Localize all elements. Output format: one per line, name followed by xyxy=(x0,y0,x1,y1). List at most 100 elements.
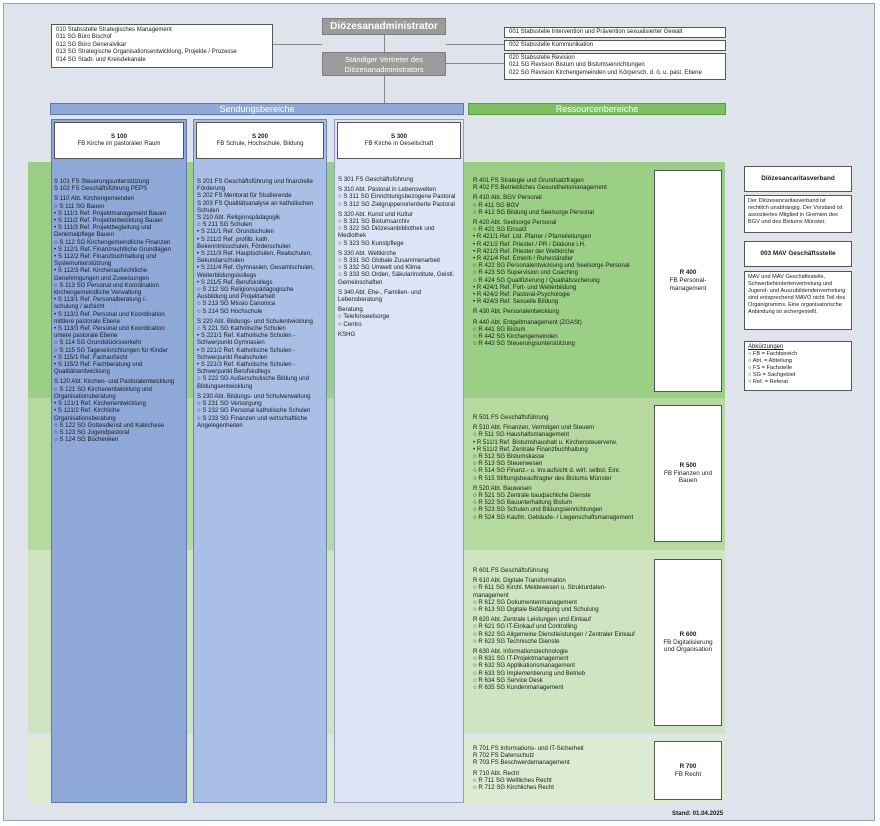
r400-name-1: FB Personal- xyxy=(669,277,707,285)
unit-item: S 201 FS Geschäftsführung und finanziell… xyxy=(197,178,313,185)
unit-item: ○ Telefonseelsorge xyxy=(338,313,390,321)
unit-item: ○ R 422 SG Personalentwicklung und Seels… xyxy=(473,262,630,270)
unit-item: Genehmigungen und Zuweisungen xyxy=(54,274,149,282)
unit-item: ○ R 711 SG Weltliches Recht xyxy=(473,776,552,784)
note-line: rechtlich unabhängig. Der Vorstand ist xyxy=(748,205,843,211)
unit-item: ○ S 214 SG Hochschule xyxy=(197,307,263,315)
staff-box-left: 010 Stabsstelle Strategisches Management… xyxy=(51,24,273,68)
r500-code: R 500 xyxy=(679,461,697,469)
mav-title-box: 003 MAV Geschäftsstelle xyxy=(744,241,852,267)
unit-item: • R 421/2 Ref. Priester / PR / Diakone i… xyxy=(473,240,586,248)
r700-name-1: FB Recht xyxy=(674,770,702,778)
unit-item: ○ S 332 SG Umwelt und Klima xyxy=(338,264,421,272)
unit-item: • S 221/1 Ref. Katholische Schulen - xyxy=(197,332,296,340)
unit-item: ○ R 523 SG Schulen und Bildungseinrichtu… xyxy=(473,506,603,514)
unit-item: R 510 Abt. Finanzen, Vermögen und Steuer… xyxy=(473,424,595,432)
unit-item: • R 421/3 Ref. Priester der Weltkirche xyxy=(473,247,575,255)
unit-item: S 330 Abt. Weltkirche xyxy=(338,249,397,257)
staff-item: 012 SG Büro Generalvikar xyxy=(56,41,127,48)
unit-item: Gemeinschaften xyxy=(338,278,383,286)
r600-name-1: FB Digitalisierung xyxy=(663,638,713,646)
unit-item: • S 121/2 Ref. Kirchliche xyxy=(54,407,120,415)
unit-item: • S 113/1 Ref. Personalberatung /- xyxy=(54,296,147,304)
unit-item: R 601 FS Geschäftsführung xyxy=(473,567,549,574)
unit-item: Schwerpunkt Realschulen xyxy=(197,353,268,361)
unit-item: ○ R 513 SG Steuerwesen xyxy=(473,460,543,468)
unit-item: ○ S 231 SG Versorgung xyxy=(197,400,262,408)
stand-date: Stand: 01.04.2025 xyxy=(672,810,724,817)
unit-item: schulung / aufsicht xyxy=(54,303,105,311)
unit-item: ○ R 514 SG Finanz.- u. Inv.aufsicht d. w… xyxy=(473,467,621,475)
unit-item: S 203 FS Qualitätsanalyse an katholische… xyxy=(197,199,314,207)
abbr-item: ○ Abt. = Abteilung xyxy=(748,358,792,365)
unit-item: Ausbildung und Projektarbeit xyxy=(197,293,275,301)
sendung-label: Sendungsbereiche xyxy=(219,104,295,114)
administrator-box: Diözesanadministrator xyxy=(322,18,446,35)
unit-item: R 701 FS Informations- und IT-Sicherheit xyxy=(473,745,584,752)
unit-item: Beratung xyxy=(338,306,363,314)
unit-item: ○ R 621 SG IT-Einkauf und Controlling xyxy=(473,623,577,631)
unit-item: ○ R 424 SG Qualifizierung / Qualitätssic… xyxy=(473,276,600,284)
unit-item: Qualitätsentwicklung xyxy=(54,368,110,376)
s100-name: FB Kirche im pastoralen Raum xyxy=(77,140,161,148)
mav-text-box: MAV und MAV Geschäftsstelle,Schwerbehind… xyxy=(744,271,852,330)
unit-item: Bekenntnisschulen, Förderschulen xyxy=(197,242,291,250)
unit-item: ○ R 612 SG Dokumentenmanagement xyxy=(473,598,577,606)
unit-item: Förderung xyxy=(197,185,226,193)
unit-item: R 620 Abt. Zentrale Leistungen und Einka… xyxy=(473,616,591,624)
unit-item: • S 113/2 Ref. Personal und Koordination xyxy=(54,310,165,318)
unit-item: ○ S 311 SG Einrichtungsbezogene Pastoral xyxy=(338,193,456,201)
unit-item: ○ S 221 SG Katholische Schulen xyxy=(197,325,286,333)
note-line: sind entsprechend MAVO nicht Teil des xyxy=(748,295,846,301)
unit-item: • S 113/3 Ref. Personal und Koordination xyxy=(54,325,165,333)
unit-item: ○ R 524 SG Kaufm. Gebäude- / Liegenschaf… xyxy=(473,513,634,521)
note-line: BGV und des Bistums Münster. xyxy=(748,219,826,225)
deputy-box: Ständiger Vertreter des Diözesanadminist… xyxy=(322,52,446,76)
staff-item: 014 SG Stadt- und Kreisdekanate xyxy=(56,56,146,63)
staff-box-right-1: 001 Stabsstelle Intervention und Prävent… xyxy=(504,27,726,38)
note-line: Schwerbehindertenvertretung und xyxy=(748,281,833,287)
r700-list: R 701 FS Informations- und IT-Sicherheit… xyxy=(473,745,584,791)
r600-code: R 600 xyxy=(679,630,697,638)
unit-item: R 440 Abt. Entgeltmanagement (ZGASt) xyxy=(473,318,582,326)
unit-item: • R 424/2 Ref. Pastoral-Psychologie xyxy=(473,291,570,299)
note-line: Der Diözesancaritasverband ist xyxy=(748,198,826,204)
unit-item: • S 211/1 Ref. Grundschulen xyxy=(197,228,274,236)
connector-line xyxy=(446,63,504,64)
mav-title: 003 MAV Geschäftsstelle xyxy=(760,250,836,257)
unit-item: ○ R 442 SG Kirchengemeinden xyxy=(473,333,558,341)
unit-item: S 102 FS Geschäftsführung PEPS xyxy=(54,185,148,193)
column-s100 xyxy=(51,119,187,803)
abbr-box: Abkürzungen ○ FB = Fachbereich○ Abt. = A… xyxy=(744,341,852,391)
unit-item: Schulen xyxy=(197,206,220,214)
unit-item: S 230 Abt. Bildungs- und Schulverwaltung xyxy=(197,392,311,400)
unit-item: R 501 FS Geschäftsführung xyxy=(473,414,549,421)
r500-list: R 501 FS Geschäftsführung R 510 Abt. Fina… xyxy=(473,414,633,521)
unit-item: ○ R 712 SG Kirchliches Recht xyxy=(473,784,554,792)
unit-item: • S 112/2 Ref. Finanzbuchhaltung und xyxy=(54,253,157,261)
r400-name-2: management xyxy=(669,284,707,292)
deputy-title: Ständiger Vertreter des Diözesanadminist… xyxy=(344,55,424,74)
unit-item: S 210 Abt. Religionspädagogik xyxy=(197,214,281,222)
unit-item: ○ R 611 SG Kirchl. Meldewesen u. Struktu… xyxy=(473,584,607,592)
unit-item: ○ S 111 SG Bauen xyxy=(54,202,105,210)
abbr-item: ○ SG = Sachgebiet xyxy=(748,372,796,379)
unit-item: Angelegenheiten xyxy=(197,421,243,429)
staff-box-right-2: 002 Stabsstelle Kommunikation xyxy=(504,40,726,51)
unit-item: ○ R 634 SG Service Desk xyxy=(473,676,543,684)
box-r700: R 700 FB Recht xyxy=(654,741,722,800)
unit-item: ○ R 521 SG Zentrale bauфachliche Dienste xyxy=(473,492,591,500)
unit-item: • S 221/2 Ref. Katholische Schulen - xyxy=(197,346,296,354)
unit-item: ○ S 115 SG Tageseinrichtungen für Kinder xyxy=(54,346,168,354)
unit-item: ○ R 515 Stiftungsbeauftragter des Bistum… xyxy=(473,474,612,482)
unit-item: S 120 Abt. Kirchen- und Pastoralentwickl… xyxy=(54,378,175,386)
unit-item: ○ S 123 SG Jugendpastoral xyxy=(54,428,130,436)
unit-item: ○ R 623 SG Technische Dienste xyxy=(473,637,560,645)
unit-item: R 402 FS Betriebliches Gesundheitsmanage… xyxy=(473,184,607,192)
unit-item: S 220 Abt. Bildungs- und Schulentwicklun… xyxy=(197,317,313,325)
unit-item: R 702 FS Datenschutz xyxy=(473,752,535,760)
unit-item: R 520 Abt. Bauwesen xyxy=(473,484,532,492)
unit-item: ○ S 211 SG Schulen xyxy=(197,221,253,229)
